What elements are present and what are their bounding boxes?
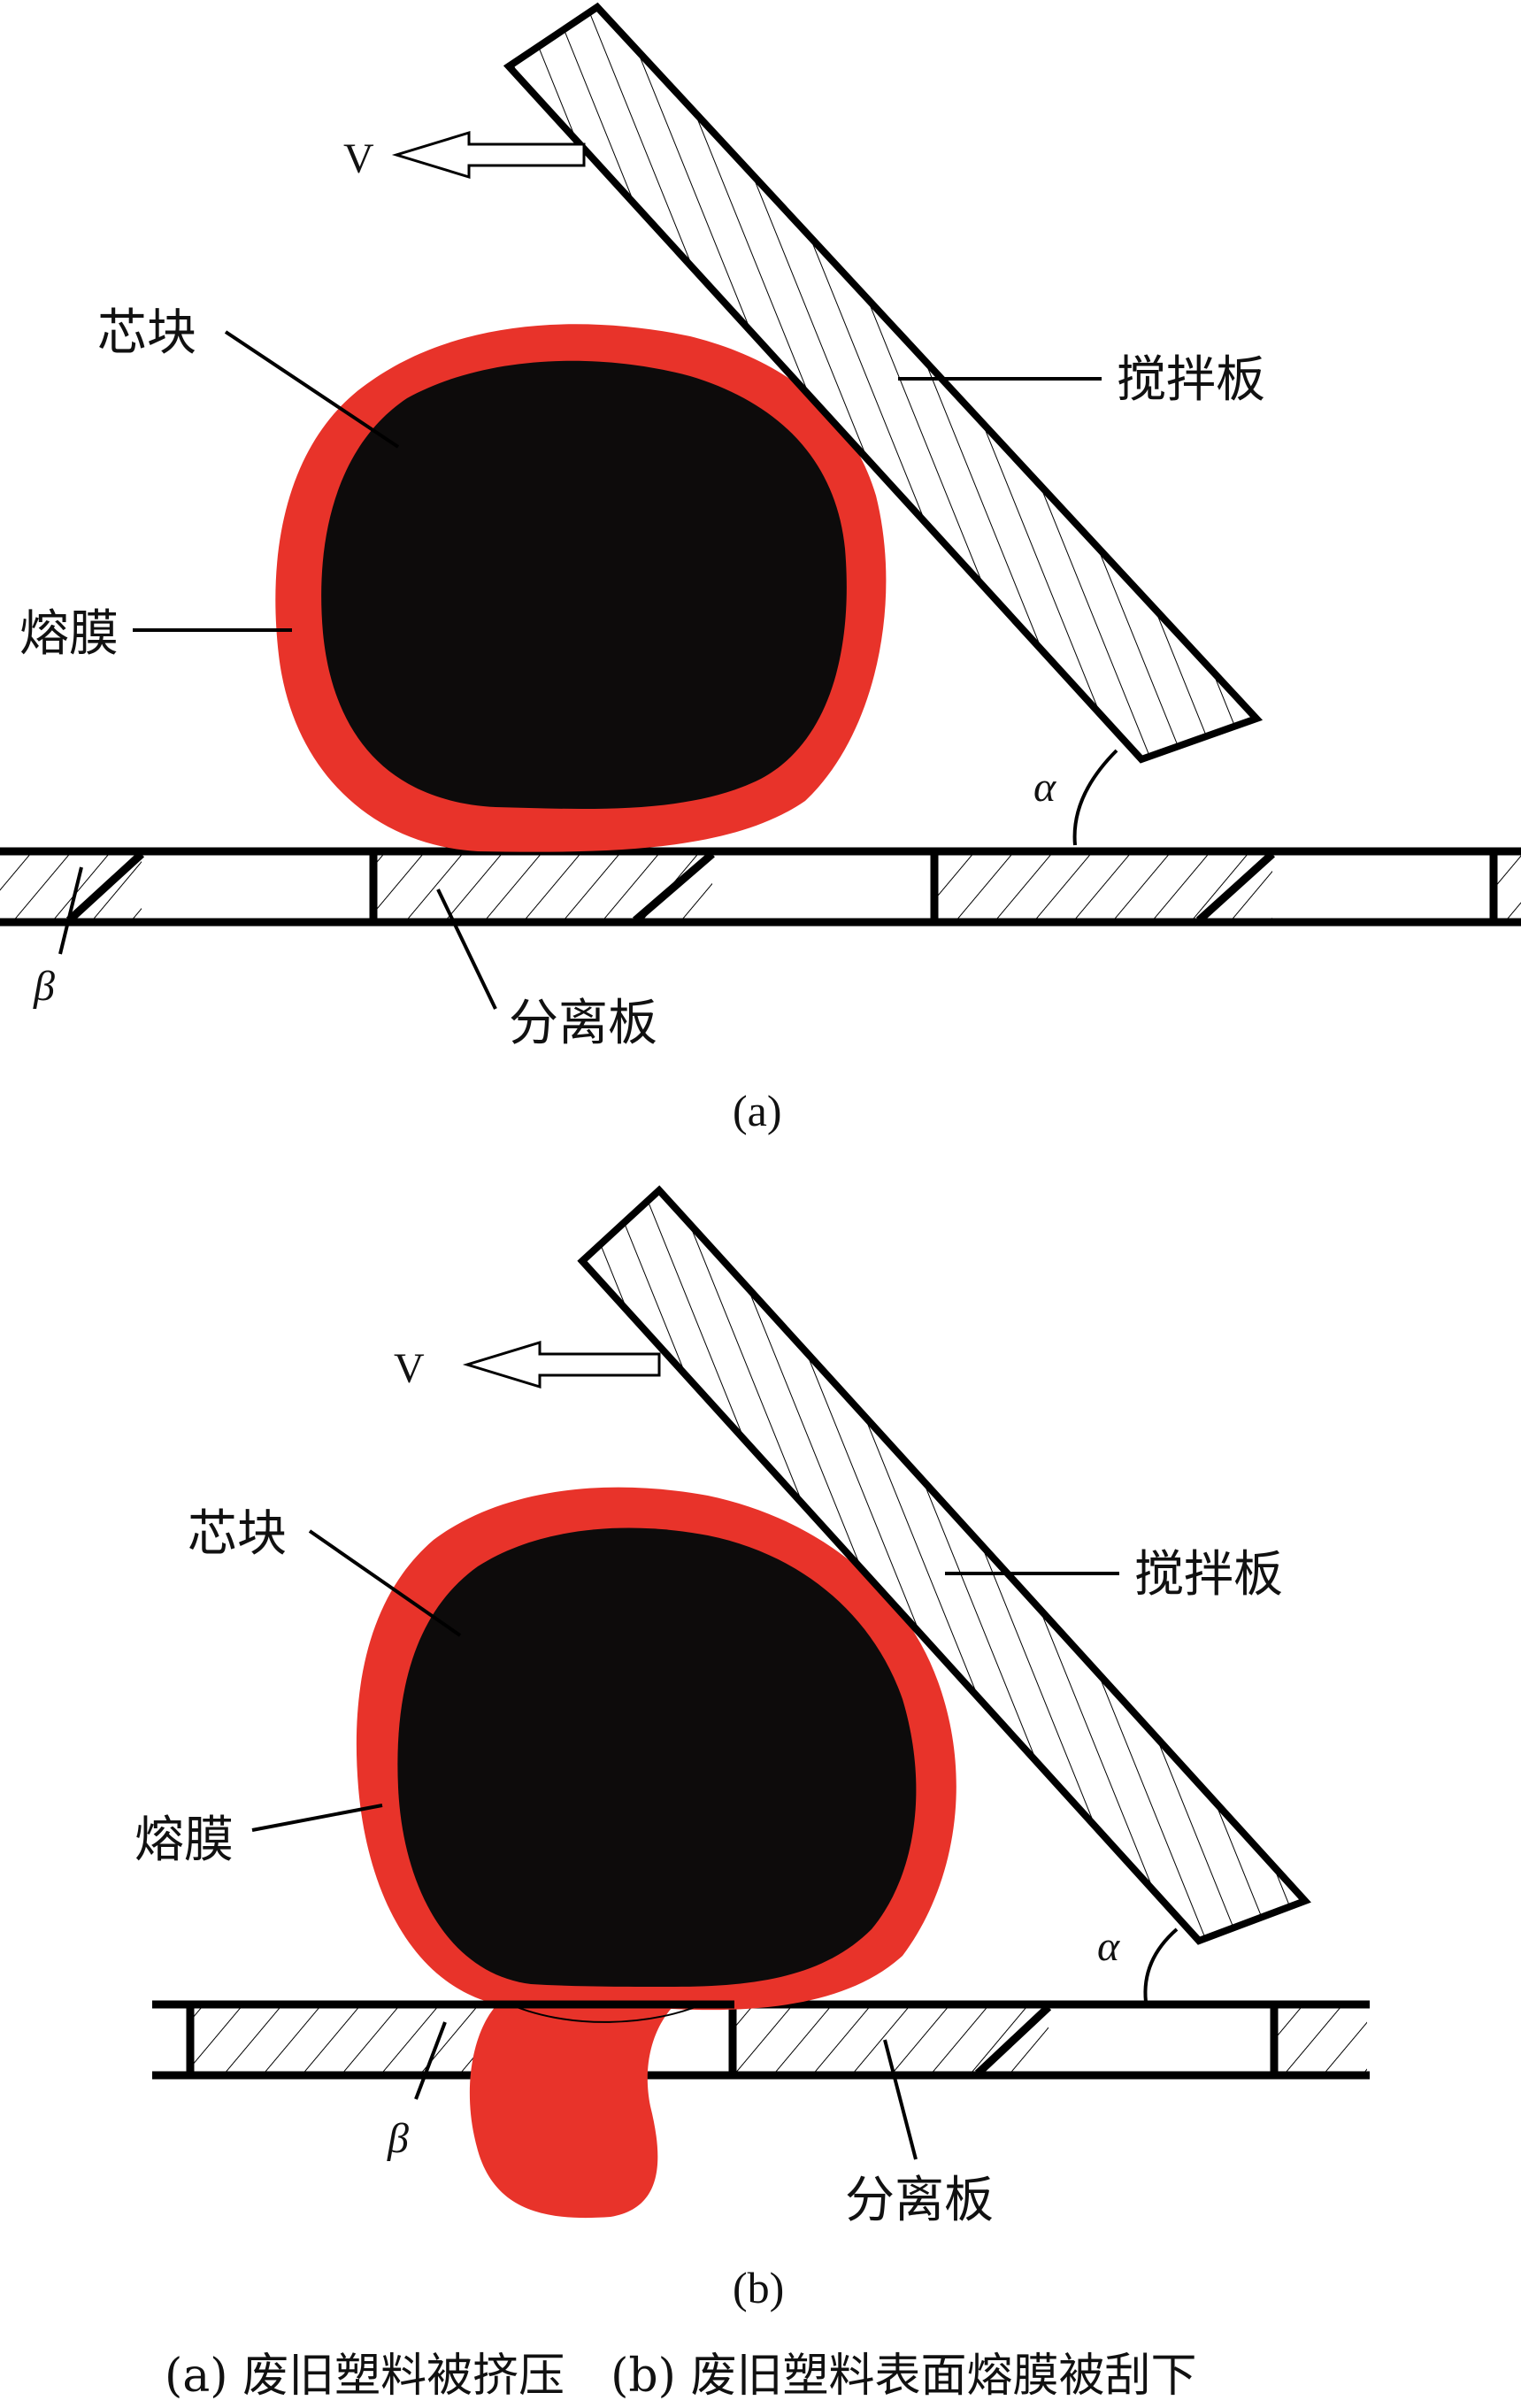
alpha-label-b: α	[1097, 1923, 1120, 1970]
separator-plate-a	[0, 847, 1521, 927]
stir-label-a: 搅拌板	[1117, 351, 1265, 409]
beta-label-b: β	[387, 2115, 409, 2162]
core-leader-b	[308, 1529, 462, 1637]
stirring-plate-a	[503, 2, 1264, 764]
film-label-a: 熔膜	[19, 605, 119, 663]
alpha-label-a: α	[1033, 764, 1056, 811]
beta-leader-b	[414, 2021, 447, 2100]
alpha-arc-b	[1143, 1927, 1179, 2003]
core-label-b: 芯块	[188, 1505, 287, 1563]
sublabel-b: (b)	[733, 2263, 784, 2312]
panel-b: V 芯块 熔膜 搅拌板 α β 分离板 (b)	[134, 1185, 1370, 2312]
film-leader-b	[251, 1804, 383, 1832]
sep-label-b: 分离板	[845, 2172, 994, 2229]
core-b	[397, 1527, 917, 1987]
velocity-label-b: V	[394, 1345, 425, 1392]
sep-label-a: 分离板	[509, 995, 657, 1052]
velocity-label-a: V	[343, 135, 374, 182]
film-label-b: 熔膜	[134, 1812, 234, 1869]
core-label-a: 芯块	[97, 304, 196, 362]
sep-leader-b	[883, 2039, 918, 2160]
drip-edge-b	[503, 2001, 709, 2023]
sublabel-a: (a)	[733, 1086, 782, 1135]
velocity-arrow-b: V	[394, 1340, 661, 1392]
beta-label-a: β	[33, 963, 55, 1010]
panel-a: V 芯块 熔膜 搅拌板 α β 分离板 (a)	[0, 2, 1521, 1135]
stirring-plate-b	[577, 1185, 1311, 1945]
film-drip-b	[469, 2002, 672, 2219]
beta-leader-a	[58, 866, 83, 955]
core-a	[321, 360, 847, 809]
velocity-arrow-a: V	[343, 130, 586, 182]
alpha-arc-a	[1072, 749, 1118, 846]
figure-caption: (a) 废旧塑料被挤压 (b) 废旧塑料表面熔膜被刮下	[165, 2350, 1197, 2403]
sep-leader-a	[436, 889, 497, 1010]
stir-label-b: 搅拌板	[1134, 1546, 1283, 1604]
core-leader-a	[224, 330, 400, 449]
separator-plate-b	[152, 2000, 1370, 2080]
